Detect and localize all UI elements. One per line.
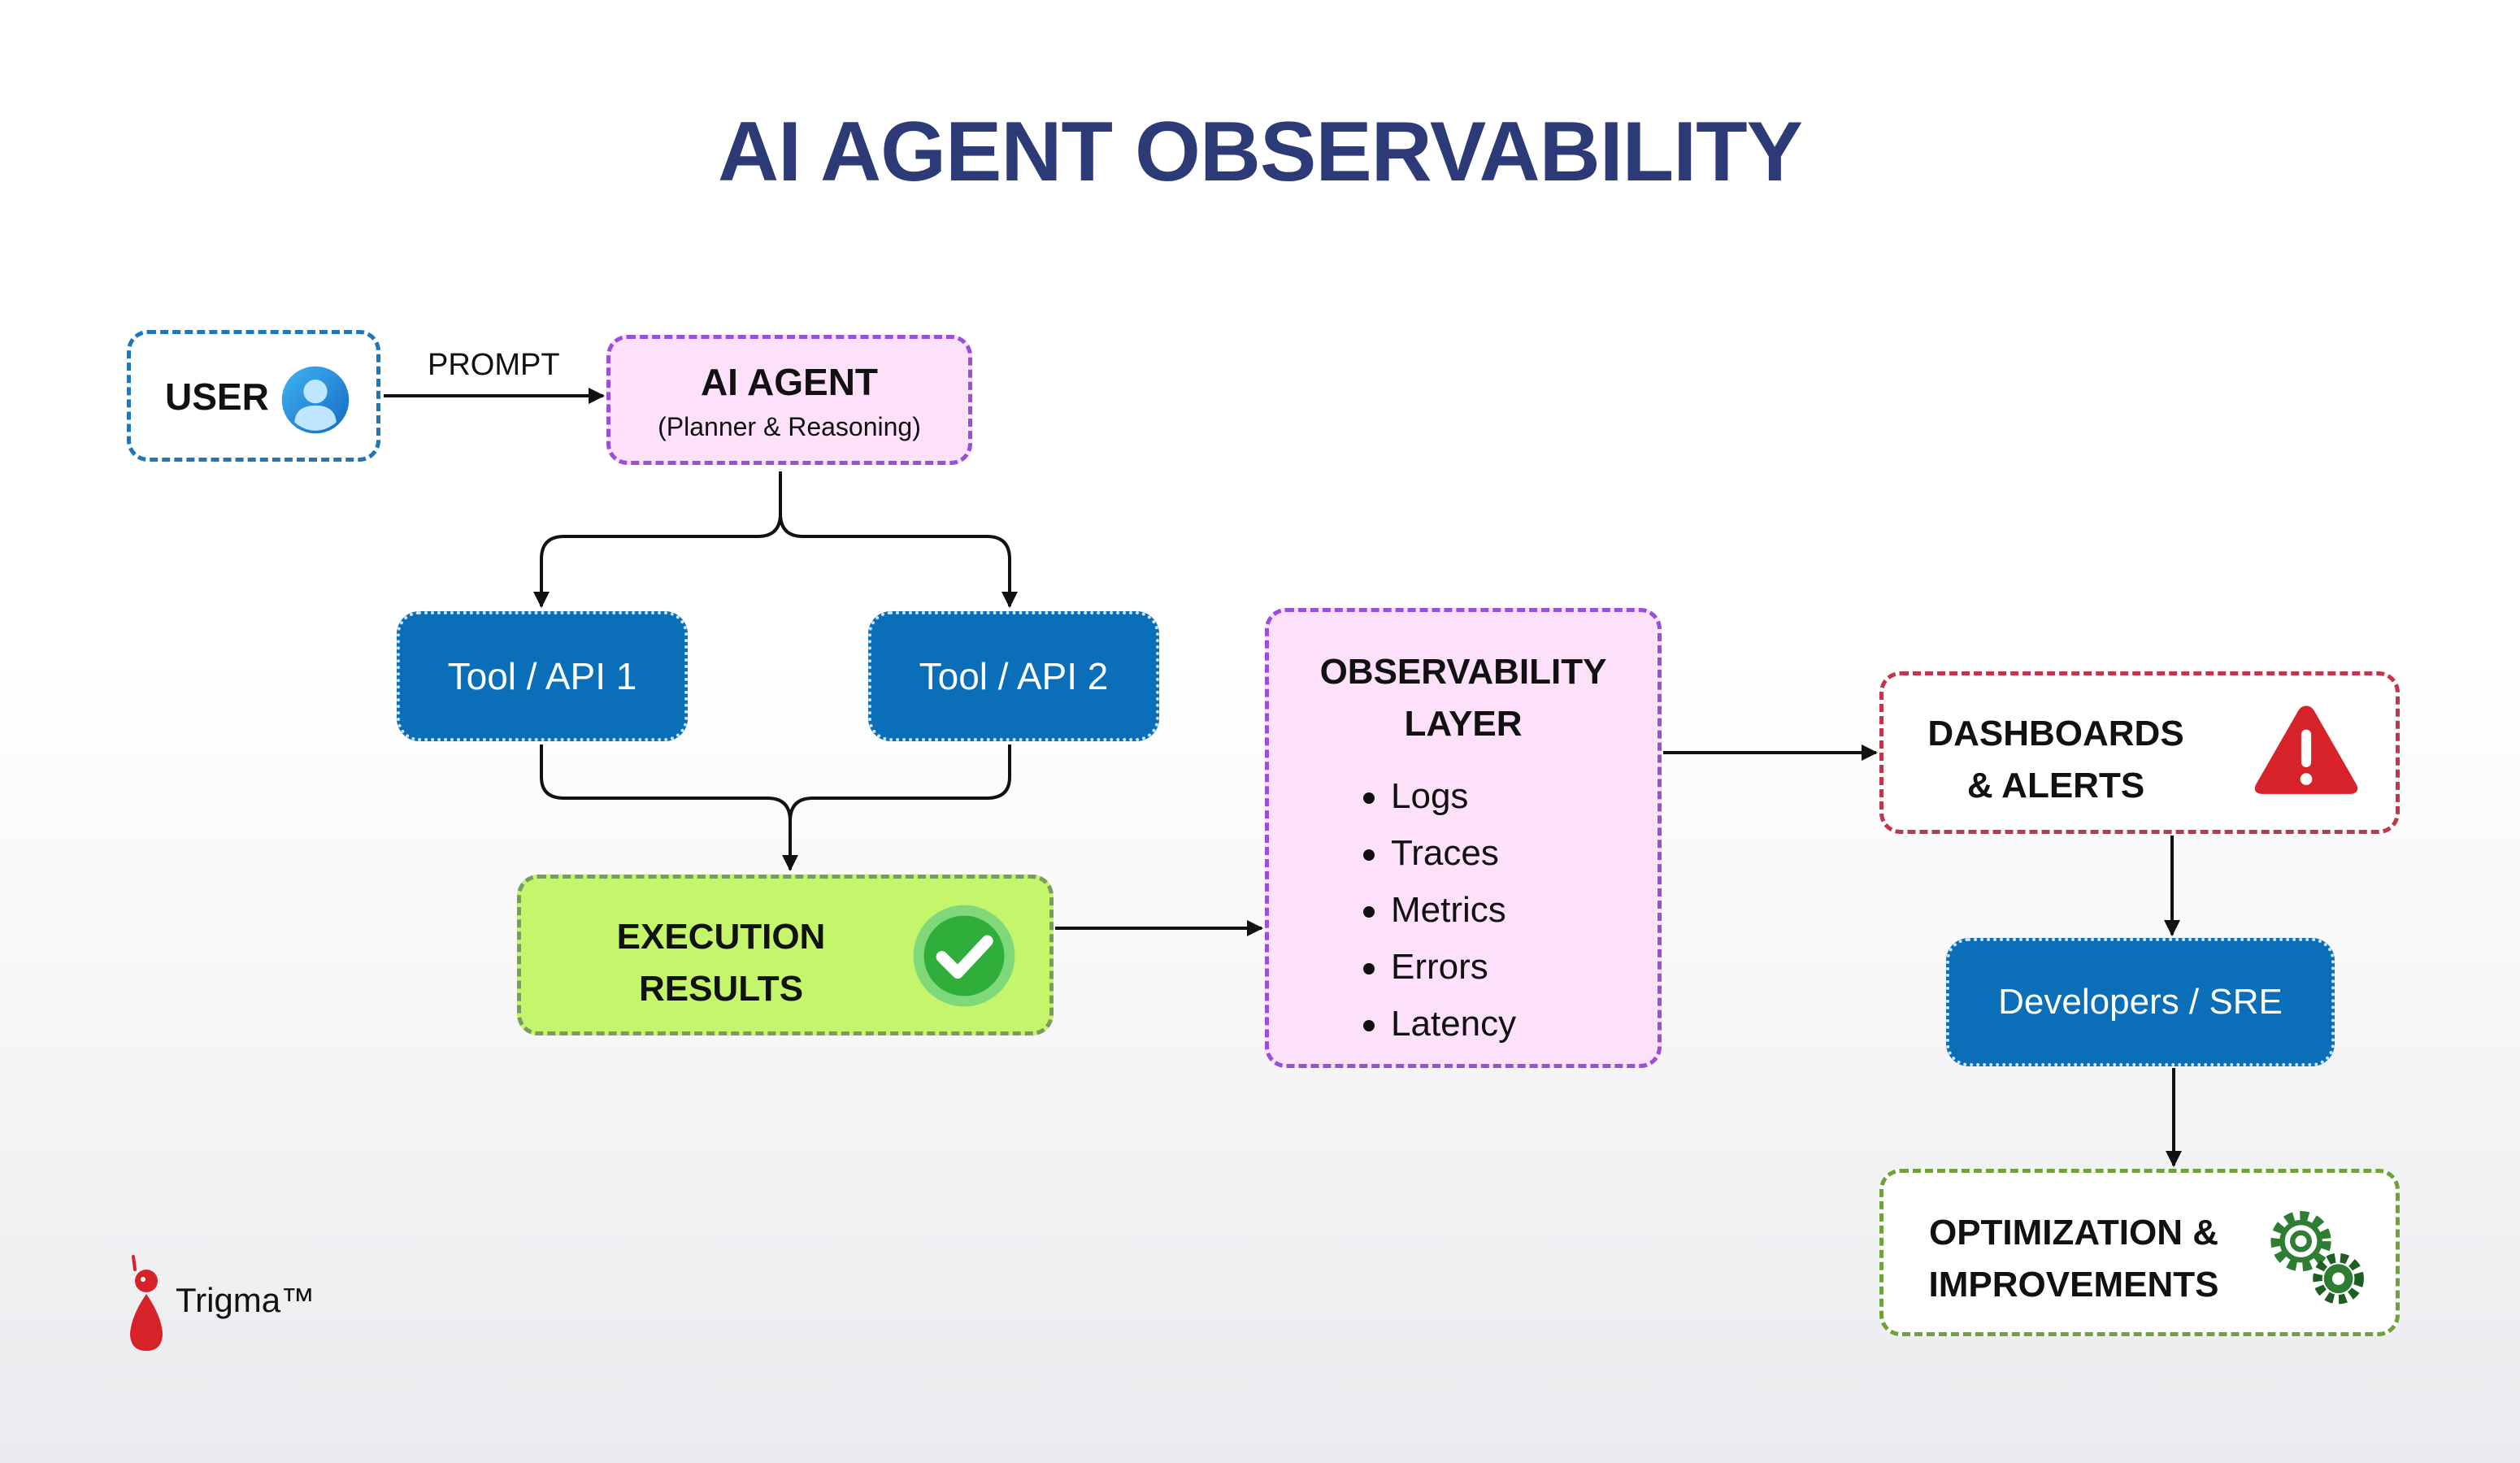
page-title: AI AGENT OBSERVABILITY — [718, 105, 1803, 199]
list-item: Traces — [1363, 825, 1658, 882]
trigma-logo: Trigma™ — [122, 1250, 333, 1356]
observability-line2: LAYER — [1404, 704, 1523, 744]
tool-api-2-box: Tool / API 2 — [868, 611, 1159, 741]
ai-agent-box: AI AGENT (Planner & Reasoning) — [606, 335, 972, 465]
dashboards-line1: DASHBOARDS — [1927, 714, 2184, 753]
observability-list: Logs Traces Metrics Errors Latency — [1269, 768, 1658, 1053]
ai-agent-subtitle: (Planner & Reasoning) — [658, 412, 921, 441]
user-box: USER — [127, 330, 380, 462]
warning-icon — [2254, 705, 2358, 794]
execution-line1: EXECUTION — [616, 917, 826, 957]
ai-agent-title: AI AGENT — [700, 361, 879, 403]
check-icon — [913, 905, 1015, 1007]
arrow-agent-to-tool2 — [779, 513, 1018, 608]
list-item: Errors — [1363, 939, 1658, 996]
developers-sre-box: Developers / SRE — [1946, 938, 2335, 1066]
execution-line2: RESULTS — [638, 969, 804, 1009]
optimization-line1: OPTIMIZATION & — [1928, 1213, 2219, 1252]
arrow-tool1-to-execution — [540, 745, 798, 871]
list-item: Latency — [1363, 996, 1658, 1053]
optimization-line2: IMPROVEMENTS — [1928, 1265, 2219, 1305]
dashboards-alerts-label: DASHBOARDS & ALERTS — [1918, 708, 2194, 812]
user-avatar-icon — [281, 366, 350, 434]
dashboards-line2: & ALERTS — [1966, 766, 2145, 805]
list-item: Logs — [1363, 768, 1658, 825]
arrow-tool2-to-execution — [789, 745, 1011, 822]
arrow-agent-to-tool1 — [533, 471, 782, 608]
trigma-mascot-icon — [130, 1255, 163, 1351]
optimization-improvements-box: OPTIMIZATION & IMPROVEMENTS — [1879, 1169, 2400, 1336]
observability-layer-box: OBSERVABILITY LAYER Logs Traces Metrics … — [1265, 608, 1662, 1068]
tool-api-1-box: Tool / API 1 — [397, 611, 688, 741]
dashboards-alerts-box: DASHBOARDS & ALERTS — [1879, 671, 2400, 834]
prompt-label: PROMPT — [428, 348, 560, 382]
execution-results-label: EXECUTION RESULTS — [599, 911, 843, 1015]
user-label: USER — [165, 376, 269, 418]
list-item: Metrics — [1363, 882, 1658, 939]
optimization-label: OPTIMIZATION & IMPROVEMENTS — [1919, 1207, 2228, 1311]
observability-heading: OBSERVABILITY LAYER — [1269, 646, 1658, 750]
execution-results-box: EXECUTION RESULTS — [517, 875, 1054, 1035]
observability-line1: OBSERVABILITY — [1319, 652, 1607, 692]
trigma-logo-text: Trigma™ — [176, 1281, 315, 1319]
gears-icon — [2270, 1210, 2364, 1305]
